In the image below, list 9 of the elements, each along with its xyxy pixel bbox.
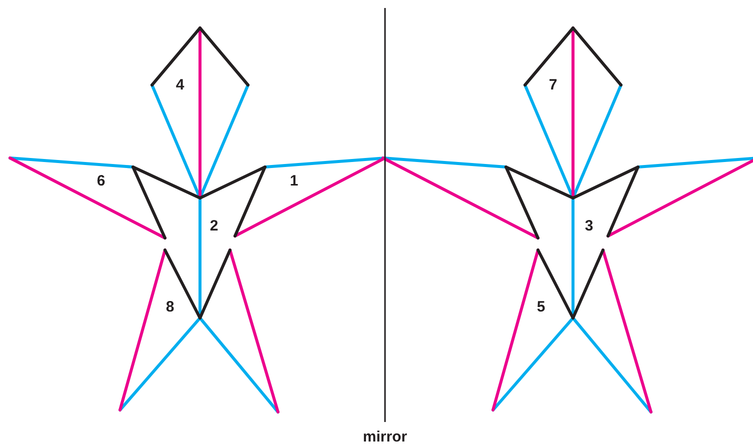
piece-number: 7 [548,78,558,92]
piece-number: 8 [166,300,174,314]
piece-number: 1 [290,174,298,188]
piece-number: 3 [584,218,594,234]
piece-number: 4 [176,78,184,92]
mirror-label: mirror [362,430,408,444]
piece-number: 2 [210,218,218,234]
piece-number: 6 [96,174,106,188]
piece-number: 5 [536,300,546,314]
